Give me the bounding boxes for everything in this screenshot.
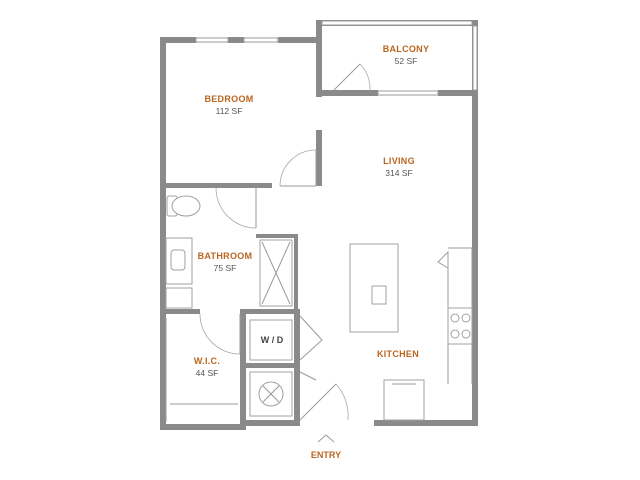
vanity-counter bbox=[165, 287, 193, 309]
bedroom-label: BEDROOM bbox=[204, 94, 253, 104]
living-label: LIVING bbox=[383, 156, 415, 166]
kitchen-label: KITCHEN bbox=[377, 349, 419, 359]
balcony-area: 52 SF bbox=[395, 56, 418, 66]
cooktop bbox=[447, 307, 473, 345]
shower bbox=[259, 239, 293, 307]
wic-label: W.I.C. bbox=[194, 356, 220, 366]
windows bbox=[195, 20, 478, 96]
wic-area: 44 SF bbox=[196, 368, 219, 378]
vanity-sink bbox=[165, 237, 193, 285]
entry-arrow-icon bbox=[317, 434, 335, 443]
doors bbox=[199, 63, 371, 421]
living-area: 314 SF bbox=[385, 168, 412, 178]
toilet bbox=[166, 195, 201, 217]
bathroom-label: BATHROOM bbox=[198, 251, 253, 261]
water-heater-icon bbox=[249, 371, 293, 417]
kitchen-island bbox=[349, 243, 399, 333]
washer-dryer-label: W / D bbox=[261, 335, 284, 345]
washer-dryer-closet bbox=[249, 319, 293, 361]
bedroom-area: 112 SF bbox=[216, 106, 243, 116]
balcony-label: BALCONY bbox=[383, 44, 430, 54]
entry-label: ENTRY bbox=[311, 450, 341, 460]
bathroom-area: 75 SF bbox=[214, 263, 237, 273]
refrigerator bbox=[383, 379, 425, 421]
closet-shelves bbox=[165, 318, 238, 422]
